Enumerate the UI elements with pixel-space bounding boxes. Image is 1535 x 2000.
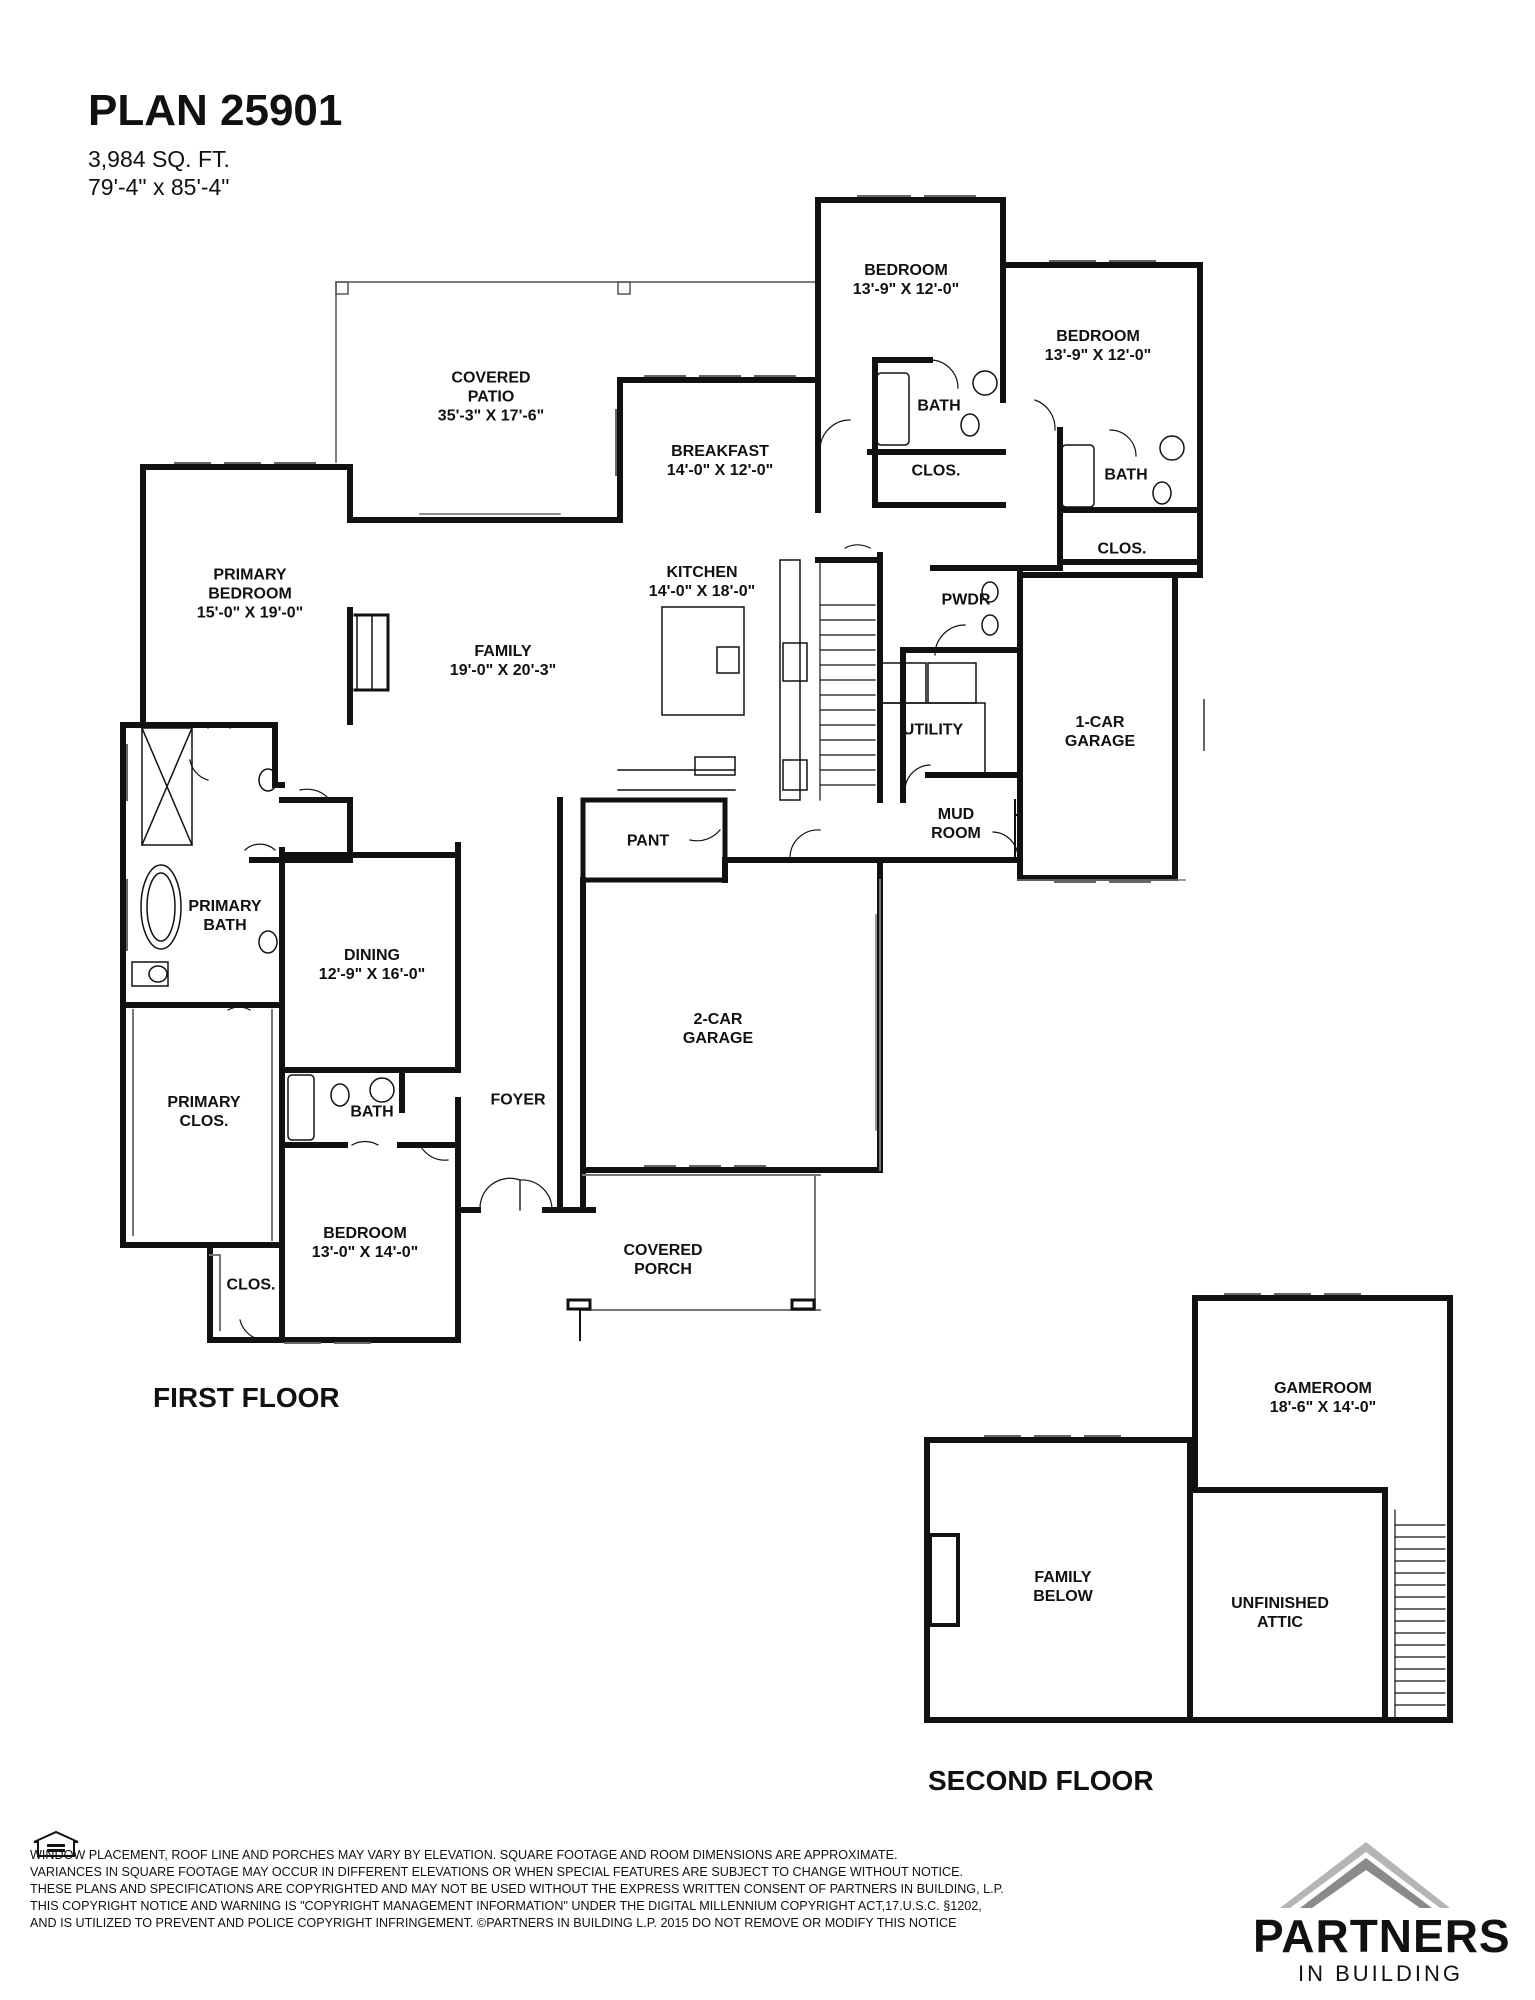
room-utility: UTILITY (902, 721, 964, 739)
first-floor-walls (120, 197, 1203, 1343)
room-dining: DINING 12'-9" X 16'-0" (318, 947, 426, 983)
second-floor-details (928, 1293, 1361, 1627)
partners-roof-logo-icon (1280, 1842, 1450, 1908)
room-closet-2: CLOS. (911, 462, 961, 480)
room-bedroom-2: BEDROOM 13'-9" X 12'-0" (852, 262, 960, 298)
room-pantry: PANT (626, 832, 670, 850)
stairs (819, 559, 876, 801)
copyright-disclaimer: WINDOW PLACEMENT, ROOF LINE AND PORCHES … (30, 1847, 1230, 1932)
brand-subtitle: IN BUILDING (1298, 1961, 1464, 1986)
room-mud-room: MUD ROOM (931, 806, 981, 842)
disclaimer-line: THESE PLANS AND SPECIFICATIONS ARE COPYR… (30, 1882, 1004, 1896)
disclaimer-line: AND IS UTILIZED TO PREVENT AND POLICE CO… (30, 1916, 957, 1930)
door-swings (189, 359, 1137, 1341)
equal-housing-icon (33, 1830, 79, 1857)
room-family-below: FAMILY BELOW (1033, 1569, 1093, 1605)
room-unfinished-attic: UNFINISHED ATTIC (1231, 1595, 1329, 1631)
room-1-car-garage: 1-CAR GARAGE (1064, 714, 1136, 750)
room-primary-bedroom: PRIMARY BEDROOM 15'-0" X 19'-0" (196, 566, 304, 622)
first-floor-label: FIRST FLOOR (153, 1382, 340, 1413)
room-breakfast: BREAKFAST 14'-0" X 12'-0" (666, 443, 774, 479)
windows (126, 195, 1205, 1344)
room-gameroom: GAMEROOM 18'-6" X 14'-0" (1269, 1380, 1377, 1416)
square-footage: 3,984 SQ. FT. (88, 146, 230, 172)
room-powder: PWDR (941, 591, 991, 609)
room-bedroom-4: BEDROOM 13'-0" X 14'-0" (311, 1225, 419, 1261)
kitchen-fixtures (617, 559, 808, 801)
room-primary-closet: PRIMARY CLOS. (167, 1094, 241, 1130)
second-floor-label: SECOND FLOOR (928, 1765, 1154, 1796)
fireplace (353, 613, 390, 692)
room-bath-4: BATH (350, 1103, 394, 1121)
interior-details (132, 799, 1186, 1341)
room-covered-porch: COVERED PORCH (623, 1242, 703, 1278)
room-closet-4: CLOS. (226, 1276, 276, 1294)
room-foyer: FOYER (490, 1091, 546, 1109)
room-primary-bath: PRIMARY BATH (188, 898, 262, 934)
room-bedroom-3: BEDROOM 13'-9" X 12'-0" (1044, 328, 1152, 364)
disclaimer-line: THIS COPYRIGHT NOTICE AND WARNING IS "CO… (30, 1899, 982, 1913)
disclaimer-line: WINDOW PLACEMENT, ROOF LINE AND PORCHES … (30, 1848, 898, 1862)
room-2-car-garage: 2-CAR GARAGE (682, 1011, 754, 1047)
second-floor-stairs (1394, 1509, 1446, 1719)
room-covered-patio: COVERED PATIO 35'-3" X 17'-6" (437, 369, 545, 425)
plan-title: PLAN 25901 (88, 86, 343, 135)
covered-patio-outline (335, 281, 819, 463)
room-bath-3: BATH (1104, 466, 1148, 484)
disclaimer-line: VARIANCES IN SQUARE FOOTAGE MAY OCCUR IN… (30, 1865, 963, 1879)
overall-dimensions: 79'-4" x 85'-4" (88, 174, 230, 200)
porch-posts (566, 1298, 816, 1311)
second-floor-walls (924, 1295, 1453, 1723)
room-bath-2: BATH (917, 397, 961, 415)
room-family: FAMILY 19'-0" X 20'-3" (449, 643, 557, 679)
room-kitchen: KITCHEN 14'-0" X 18'-0" (648, 564, 756, 600)
brand-name: PARTNERS (1253, 1910, 1511, 1962)
bath-fixtures (131, 370, 1185, 1141)
utility-fixtures (877, 662, 986, 776)
room-closet-3: CLOS. (1097, 540, 1147, 558)
